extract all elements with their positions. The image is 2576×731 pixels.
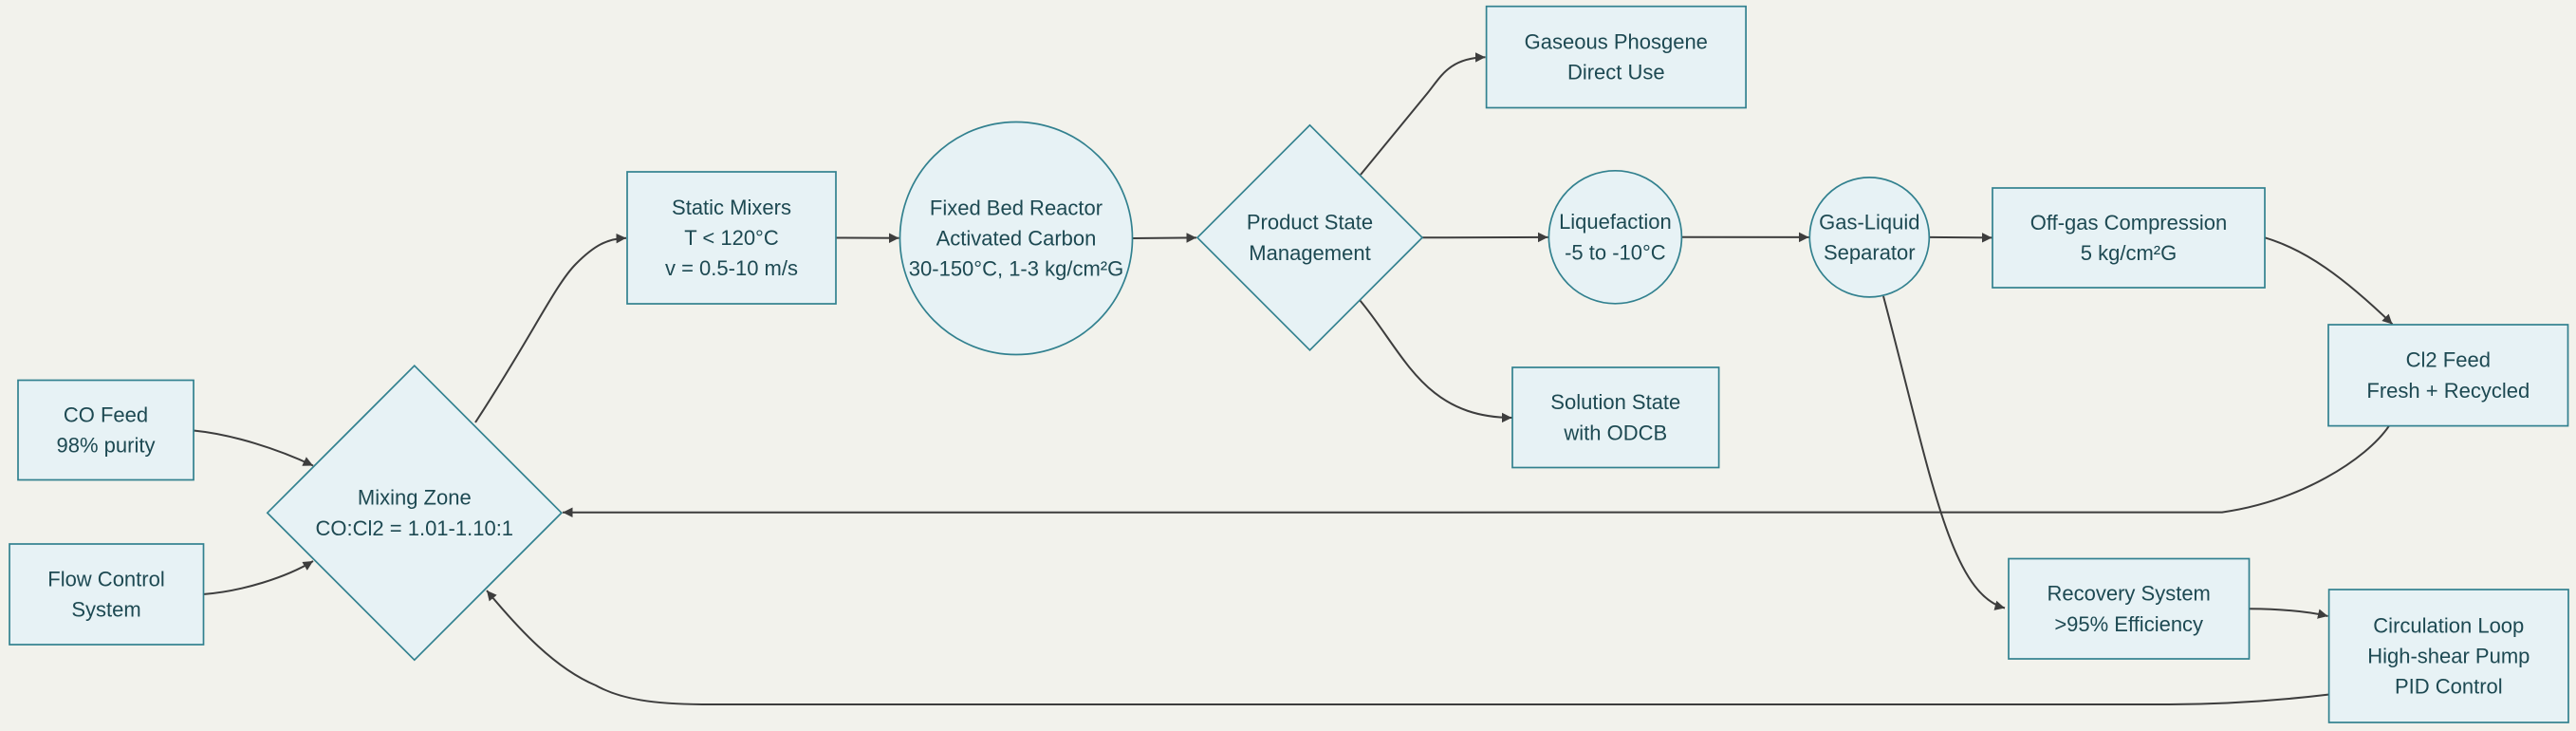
- svg-text:Product State: Product State: [1247, 211, 1373, 234]
- svg-text:Separator: Separator: [1824, 241, 1916, 265]
- svg-text:Fixed Bed Reactor: Fixed Bed Reactor: [930, 196, 1103, 219]
- svg-text:Circulation Loop: Circulation Loop: [2373, 613, 2524, 637]
- svg-text:Flow Control: Flow Control: [47, 567, 164, 590]
- svg-text:CO Feed: CO Feed: [64, 403, 148, 426]
- svg-text:5 kg/cm²G: 5 kg/cm²G: [2081, 241, 2177, 265]
- svg-text:98% purity: 98% purity: [57, 434, 156, 458]
- svg-text:>95% Efficiency: >95% Efficiency: [2054, 612, 2203, 636]
- svg-text:Solution State: Solution State: [1550, 390, 1680, 414]
- svg-text:High-shear Pump: High-shear Pump: [2367, 645, 2530, 668]
- svg-text:v = 0.5-10 m/s: v = 0.5-10 m/s: [665, 256, 798, 280]
- svg-text:Direct Use: Direct Use: [1567, 61, 1665, 84]
- svg-text:Gas-Liquid: Gas-Liquid: [1819, 210, 1919, 234]
- svg-text:Management: Management: [1249, 241, 1370, 265]
- svg-text:Recovery System: Recovery System: [2048, 582, 2211, 606]
- svg-text:Fresh + Recycled: Fresh + Recycled: [2366, 379, 2530, 403]
- svg-text:30-150°C, 1-3 kg/cm²G: 30-150°C, 1-3 kg/cm²G: [909, 257, 1123, 281]
- svg-text:System: System: [71, 598, 140, 622]
- svg-text:-5 to -10°C: -5 to -10°C: [1565, 240, 1666, 264]
- svg-text:PID Control: PID Control: [2395, 675, 2503, 699]
- svg-text:Mixing Zone: Mixing Zone: [358, 486, 472, 510]
- svg-text:Cl2 Feed: Cl2 Feed: [2406, 348, 2491, 372]
- svg-text:Static Mixers: Static Mixers: [672, 196, 791, 219]
- svg-text:with ODCB: with ODCB: [1563, 421, 1667, 444]
- svg-text:T < 120°C: T < 120°C: [684, 226, 779, 250]
- svg-text:Off-gas Compression: Off-gas Compression: [2030, 211, 2227, 234]
- svg-text:Gaseous Phosgene: Gaseous Phosgene: [1525, 30, 1708, 54]
- svg-text:Activated Carbon: Activated Carbon: [936, 227, 1097, 251]
- svg-text:Liquefaction: Liquefaction: [1559, 210, 1672, 234]
- svg-text:CO:Cl2 = 1.01-1.10:1: CO:Cl2 = 1.01-1.10:1: [316, 516, 514, 540]
